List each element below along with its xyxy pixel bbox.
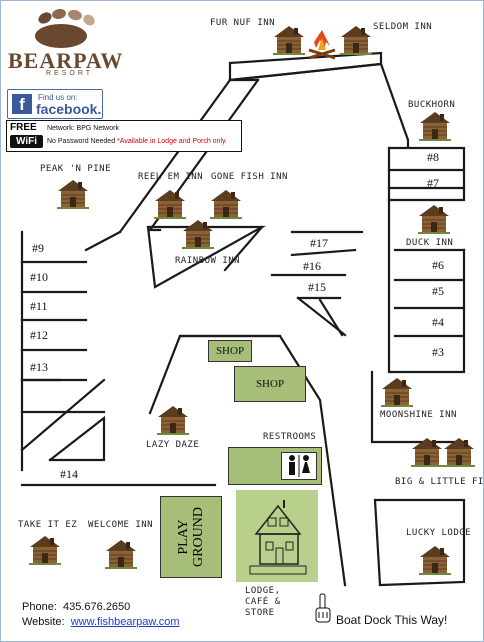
log-cabin-icon	[418, 111, 452, 142]
facebook-badge[interactable]: f Find us on: facebook.	[7, 89, 103, 119]
log-cabin-icon	[410, 437, 444, 468]
website-link[interactable]: www.fishbearpaw.com	[70, 616, 180, 628]
phone-number: 435.676.2650	[63, 601, 131, 613]
wifi-network: Network: BPG Network	[47, 125, 119, 132]
log-cabin-icon	[104, 539, 138, 570]
lodge-label: LODGE, CAFÉ & STORE	[245, 586, 281, 618]
cabin-label-lucky-lodge: LUCKY LODGE	[406, 528, 472, 538]
site-9: #9	[32, 241, 44, 255]
log-cabin-icon	[380, 377, 414, 408]
site-3: #3	[432, 345, 444, 359]
site-7: #7	[427, 176, 439, 190]
site-10: #10	[30, 270, 48, 284]
boat-dock-label: Boat Dock This Way!	[336, 613, 448, 627]
facebook-icon: f	[12, 94, 32, 114]
cabin-label-buckhorn: BUCKHORN	[408, 100, 456, 110]
site-5: #5	[432, 284, 444, 298]
cabin-label-rainbow-inn: RAINBOW INN	[175, 256, 241, 266]
site-6: #6	[432, 258, 444, 272]
site-11: #11	[30, 299, 48, 313]
roads	[20, 51, 466, 587]
phone-line: Phone: 435.676.2650	[22, 601, 131, 613]
playground-label: PLAY GROUND	[176, 507, 206, 567]
log-cabin-icon	[418, 545, 452, 576]
log-cabin-icon	[209, 189, 243, 220]
log-cabin-icon	[156, 405, 190, 436]
brand-sub: RESORT	[46, 70, 94, 77]
log-cabin-icon	[442, 437, 476, 468]
wifi-box: FREE WiFi Network: BPG Network No Passwo…	[6, 120, 242, 152]
log-cabin-icon	[28, 535, 62, 566]
lodge-icon	[249, 500, 307, 575]
lodge-building	[236, 490, 318, 582]
site-14: #14	[60, 467, 78, 481]
site-17: #17	[310, 236, 328, 250]
cabin-label-peak-n-pine: PEAK 'N PINE	[40, 164, 112, 174]
cabin-label-take-it-ez: TAKE IT EZ	[18, 520, 78, 530]
facebook-line2: facebook.	[36, 101, 102, 117]
shop-1: SHOP	[208, 340, 252, 362]
site-16: #16	[303, 259, 321, 273]
brand-name: BEARPAW	[8, 48, 124, 73]
bear-paw-icon	[35, 8, 95, 48]
log-cabin-icon	[56, 179, 90, 210]
log-cabin-icon	[417, 204, 451, 235]
log-cabin-icon	[153, 189, 187, 220]
cabin-label-reel-em-inn: REEL EM INN	[138, 172, 204, 182]
pointing-hand-icon	[315, 593, 331, 623]
facebook-line1: Find us on:	[38, 93, 78, 102]
log-cabin-icon	[272, 25, 306, 56]
campfire-icon	[308, 30, 336, 60]
cabin-label-fur-nuf-inn: FUR NUF INN	[210, 18, 276, 28]
wifi-icon: WiFi	[10, 135, 43, 148]
cabin-label-big-little-fish: BIG & LITTLE FISH	[395, 477, 484, 487]
site-4: #4	[432, 315, 444, 329]
restrooms-label: RESTROOMS	[263, 432, 317, 442]
cabin-label-moonshine-inn: MOONSHINE INN	[380, 410, 457, 420]
site-15: #15	[308, 280, 326, 294]
wifi-note: *Available in Lodge and Porch only.	[117, 138, 227, 145]
playground: PLAY GROUND	[160, 496, 222, 578]
cabin-label-seldom-inn: SELDOM INN	[373, 22, 433, 32]
site-13: #13	[30, 360, 48, 374]
cabin-label-duck-inn: DUCK INN	[406, 238, 454, 248]
wifi-free: FREE	[10, 122, 37, 133]
restrooms-building	[228, 447, 322, 485]
restroom-icon	[281, 452, 317, 480]
cabin-label-gone-fish-inn: GONE FISH INN	[211, 172, 288, 182]
site-8: #8	[427, 150, 439, 164]
log-cabin-icon	[339, 25, 373, 56]
cabin-label-lazy-daze: LAZY DAZE	[146, 440, 200, 450]
site-12: #12	[30, 328, 48, 342]
wifi-password: No Password Needed *Available in Lodge a…	[47, 138, 227, 145]
cabin-label-welcome-inn: WELCOME INN	[88, 520, 154, 530]
shop-2: SHOP	[234, 366, 306, 402]
website-line: Website: www.fishbearpaw.com	[22, 616, 180, 628]
log-cabin-icon	[181, 219, 215, 250]
